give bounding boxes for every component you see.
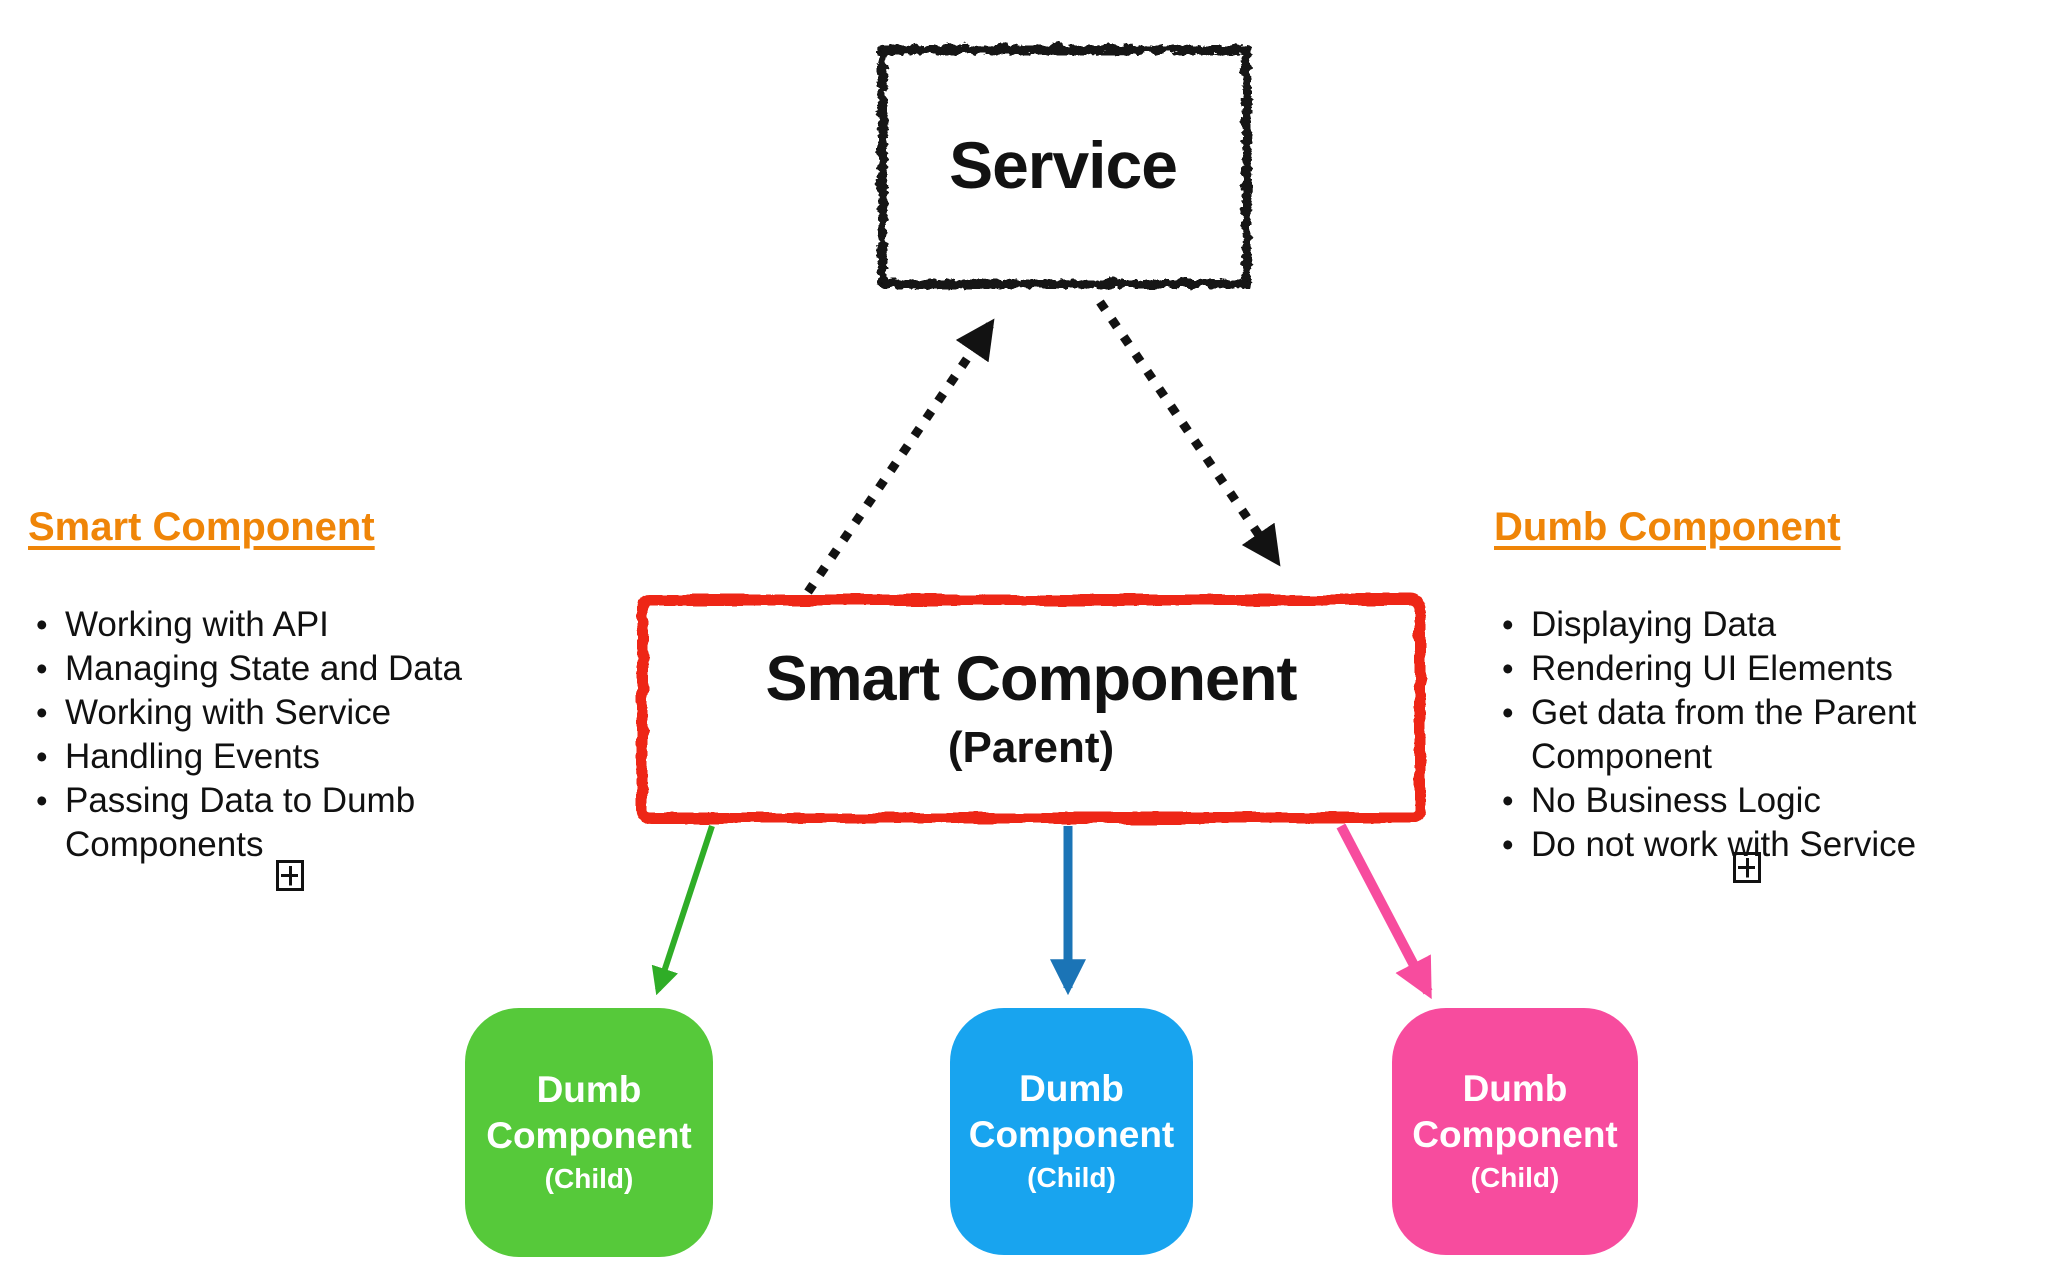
bullet-item: Working with Service bbox=[28, 691, 553, 735]
smart-to-service-dotted-arrow bbox=[804, 318, 995, 595]
child-box-line1: Dumb bbox=[1019, 1067, 1124, 1109]
bullet-item: Passing Data to Dumb Components bbox=[28, 779, 553, 867]
child-box-line3: (Child) bbox=[1027, 1161, 1116, 1193]
service-label: Service bbox=[949, 128, 1178, 202]
service-to-smart-dotted-arrow bbox=[1096, 299, 1281, 567]
smart-component-box: Smart Component (Parent) bbox=[636, 594, 1426, 824]
dumb-component-note-card: Dumb Component Displaying Data Rendering… bbox=[1455, 463, 2039, 895]
dumb-component-box-blue: Dumb Component (Child) bbox=[950, 1008, 1193, 1255]
child-box-line1: Dumb bbox=[1462, 1067, 1568, 1109]
child-box-line2: Component bbox=[1412, 1113, 1618, 1155]
expand-icon[interactable] bbox=[1733, 852, 1761, 883]
bullet-list: Working with API Managing State and Data… bbox=[28, 603, 553, 867]
expand-icon[interactable] bbox=[276, 860, 304, 891]
parent-to-child-arrow-pink bbox=[1336, 823, 1433, 1000]
bullet-item: Get data from the Parent Component bbox=[1494, 691, 2019, 779]
child-box-line3: (Child) bbox=[1470, 1161, 1560, 1193]
child-box-line2: Component bbox=[486, 1114, 692, 1156]
smart-component-note-card: Smart Component Working with API Managin… bbox=[5, 463, 575, 903]
bullet-item: Displaying Data bbox=[1494, 603, 2019, 647]
service-box: Service bbox=[876, 43, 1250, 287]
dumb-component-box-pink: Dumb Component (Child) bbox=[1392, 1008, 1638, 1255]
dumb-component-box-green: Dumb Component (Child) bbox=[465, 1008, 713, 1257]
note-title: Dumb Component bbox=[1494, 505, 1841, 549]
parent-to-child-arrow-green bbox=[651, 825, 715, 996]
bullet-item: Working with API bbox=[28, 603, 553, 647]
note-title: Smart Component bbox=[28, 505, 375, 549]
bullet-list: Displaying Data Rendering UI Elements Ge… bbox=[1494, 603, 2019, 867]
smart-component-title: Smart Component bbox=[765, 644, 1297, 715]
child-box-line2: Component bbox=[968, 1113, 1175, 1155]
bullet-item: Rendering UI Elements bbox=[1494, 647, 2019, 691]
bullet-item: Managing State and Data bbox=[28, 647, 553, 691]
bullet-item: Handling Events bbox=[28, 735, 553, 779]
child-box-line3: (Child) bbox=[544, 1162, 634, 1194]
smart-component-subtitle: (Parent) bbox=[947, 722, 1115, 772]
bullet-item: Do not work with Service bbox=[1494, 823, 2019, 867]
bullet-item: No Business Logic bbox=[1494, 779, 2019, 823]
child-box-line1: Dumb bbox=[536, 1068, 642, 1110]
